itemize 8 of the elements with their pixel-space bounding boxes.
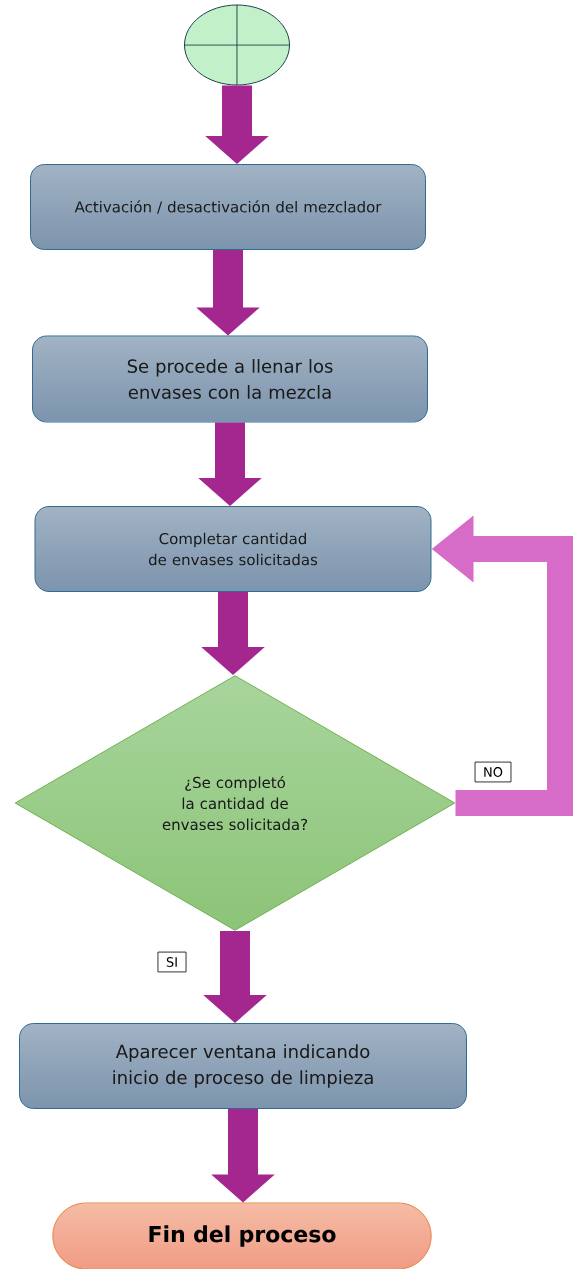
process-box: Aparecer ventana indicando inicio de proceso de limpieza (19, 1023, 467, 1109)
edge-label: NO (474, 761, 512, 783)
process-box: Activación / desactivación del mezclador (30, 164, 426, 250)
process-box: Completar cantidad de envases solicitadas (34, 506, 432, 592)
end-terminal: Fin del proceso (52, 1202, 432, 1269)
edge-label: SI (157, 951, 187, 973)
start-circle (184, 4, 290, 86)
process-box: Se procede a llenar los envases con la mezcla (32, 335, 428, 423)
